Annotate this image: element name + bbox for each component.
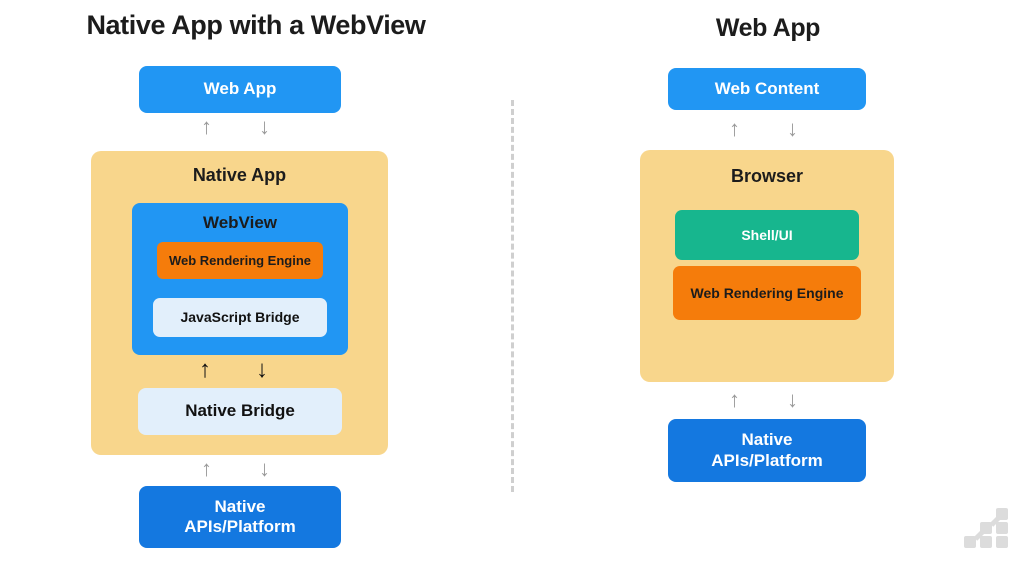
- left-native-apis-line1: Native: [214, 496, 266, 516]
- browser-label: Browser: [730, 166, 804, 186]
- webview-label: WebView: [202, 213, 277, 232]
- left-web-app-box[interactable]: Web App: [139, 66, 341, 113]
- right-bottom-arrow-down: ↓: [787, 387, 798, 412]
- javascript-bridge-box[interactable]: JavaScript Bridge: [153, 298, 327, 337]
- left-panel-title: Native App with a WebView: [86, 10, 426, 40]
- webview-web-rendering-engine-box[interactable]: Web Rendering Engine: [157, 242, 323, 279]
- native-app-inner-arrow-down: ↓: [256, 356, 268, 383]
- right-top-arrow-down: ↓: [787, 116, 798, 141]
- right-top-arrow-up: ↑: [729, 116, 740, 141]
- right-native-apis-line2: APIs/Platform: [711, 450, 823, 470]
- panel-divider: [511, 100, 514, 492]
- left-native-apis-platform-box[interactable]: Native APIs/Platform: [139, 486, 341, 548]
- browser-web-rendering-engine-box[interactable]: Web Rendering Engine: [673, 266, 861, 320]
- native-app-inner-arrow-up: ↑: [199, 356, 211, 383]
- shell-ui-box[interactable]: Shell/UI: [675, 210, 859, 260]
- right-native-apis-platform-box[interactable]: Native APIs/Platform: [668, 419, 866, 482]
- right-panel-title: Web App: [715, 14, 821, 42]
- left-bottom-arrow-down: ↓: [259, 456, 270, 481]
- left-bottom-arrow-up: ↑: [201, 456, 212, 481]
- staircase-blocks-logo-icon: [964, 508, 1010, 554]
- right-native-apis-line1: Native: [741, 430, 793, 450]
- left-top-arrow-up: ↑: [201, 114, 212, 139]
- right-bottom-arrow-up: ↑: [729, 387, 740, 412]
- left-top-arrow-down: ↓: [259, 114, 270, 139]
- native-bridge-box[interactable]: Native Bridge: [138, 388, 342, 435]
- native-app-label: Native App: [192, 165, 287, 185]
- left-native-apis-line2: APIs/Platform: [184, 517, 296, 536]
- web-content-box[interactable]: Web Content: [668, 68, 866, 110]
